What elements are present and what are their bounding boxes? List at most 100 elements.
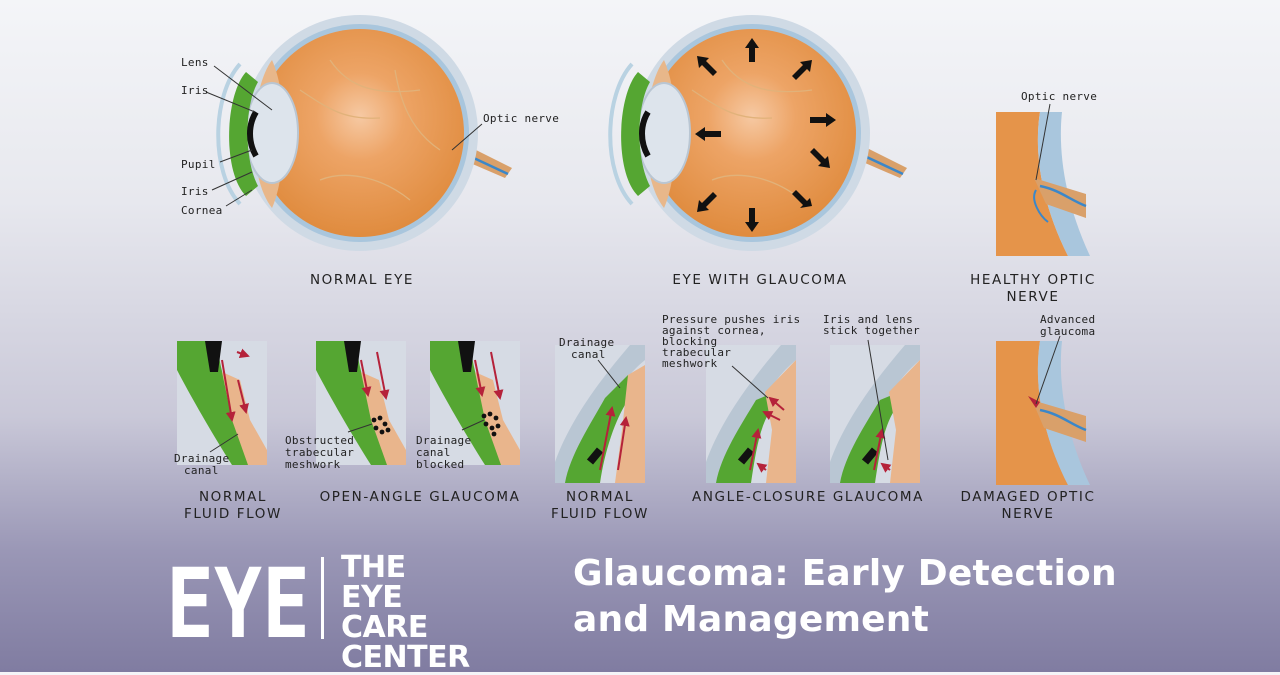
blockage-dots [371,415,391,435]
panel-normal-fluid-flow-1: Drainage canal NORMAL FLUID FLOW [174,341,282,522]
tissue [765,360,796,483]
pressure-arrow [810,113,836,127]
pressure-arrow [745,208,759,232]
pressure-arrow [810,148,830,168]
flow-arrow [221,359,236,422]
lens [637,82,691,184]
flow-arrow [360,359,372,397]
lens-leader [213,65,273,111]
caption-open-angle: OPEN-ANGLE GLAUCOMA [320,489,521,505]
glaucoma-diagram: Lens Iris Pupil Iris Cornea Optic nerve … [174,15,1097,522]
drainage-leader [597,359,621,389]
caption-damaged-line2: NERVE [1001,506,1054,522]
retinal-vessels [691,59,813,201]
pupil-leader [219,149,253,163]
label-optic-nerve: Optic nerve [483,112,559,125]
label-meshwork: meshwork [285,458,340,471]
optic-nerve-leader [1035,103,1051,181]
pupil-edge [458,341,475,372]
brand-line-3: CENTER [341,640,470,675]
label-iris-bottom: Iris [181,185,209,198]
cornea-shape [216,62,242,206]
brand-line-2: EYE CARE [341,580,428,645]
tissue [361,372,406,465]
nerve-vessel [1033,189,1049,223]
label-drainage-blocked: Drainage [416,434,471,447]
pressure-arrow [697,192,717,212]
retinal-vessels [299,59,441,201]
caption-normal-flow-2-line2: FLUID FLOW [551,506,649,522]
cornea-shape [608,62,634,206]
panel-open-angle-glaucoma: Obstructed trabecular meshwork Drainage … [285,341,520,505]
label-glaucoma: glaucoma [1040,325,1095,338]
headline-line-1: Glaucoma: Early Detection [573,553,1117,594]
label-stick-1: Iris and lens [823,313,913,326]
vitreous [256,29,464,237]
label-blocked: blocked [416,458,464,471]
iris-shape [621,72,650,196]
brand-line-1: THE [341,550,406,585]
pupil-edge [344,341,361,372]
blockage-dots [481,411,501,437]
brand-name: THE EYE CARE CENTER [341,553,496,673]
label-pupil: Pupil [181,158,216,171]
obstructed-leader [347,423,373,433]
iris-shape [229,72,258,196]
flow-arrow [237,379,249,414]
pupil-edge [205,341,222,372]
flow-arrow [490,351,504,400]
flow-arrow [768,396,785,411]
flow-arrow [880,462,892,473]
label-pressure-5: meshwork [662,357,717,370]
label-canal-1: canal [184,464,219,477]
optic-nerve-leader [451,123,483,151]
caption-normal-eye: NORMAL EYE [310,272,414,288]
pupil-shape [639,110,651,158]
iris-shape [716,395,772,483]
caption-normal-flow-1-line2: FLUID FLOW [184,506,282,522]
label-lens: Lens [181,56,209,69]
pupil-edge [586,447,604,465]
flow-arrow [756,462,768,473]
tissue [889,360,920,483]
label-drainage-1: Drainage [174,452,229,465]
label-pressure-3: blocking [662,335,717,348]
label-trabecular: trabecular [285,446,354,459]
tissue [615,365,645,483]
iris-shape [565,375,628,483]
caption-normal-flow-2-line1: NORMAL [566,489,634,505]
damaged-optic-nerve: Advanced glaucoma DAMAGED OPTIC NERVE [961,313,1096,522]
caption-angle-closure: ANGLE-CLOSURE GLAUCOMA [692,489,924,505]
headline-line-2: and Management [573,599,930,640]
normal-eye: Lens Iris Pupil Iris Cornea Optic nerve … [181,15,559,288]
label-iris-top: Iris [181,84,209,97]
pressure-arrow [792,60,812,80]
healthy-optic-nerve: Optic nerve HEALTHY OPTIC NERVE [970,90,1097,305]
pressure-arrow [695,127,721,141]
lens [245,82,299,184]
label-canal-2: canal [571,348,606,361]
label-obstructed: Obstructed [285,434,354,447]
pressure-leader [731,365,769,399]
caption-healthy-line1: HEALTHY OPTIC [970,272,1096,288]
nerve-vessel [1039,408,1087,432]
nerve-vessel [1039,184,1087,208]
panel-angle-closure-glaucoma: Pressure pushes iris against cornea, blo… [662,313,924,505]
retina-section [996,341,1068,485]
cornea-leader [225,189,253,207]
pupil-edge [737,447,755,465]
label-drainage-2: Drainage [559,336,614,349]
flow-arrow [376,351,390,400]
vitreous [648,29,856,237]
stick-leader [867,339,889,461]
tissue [222,372,267,465]
caption-normal-flow-1-line1: NORMAL [199,489,267,505]
flow-arrow [474,359,486,397]
label-pressure-2: against cornea, [662,324,766,337]
damage-mark [1028,396,1040,408]
panel-normal-fluid-flow-2: Drainage canal NORMAL FLUID FLOW [551,336,649,522]
iris-top-leader [205,91,256,113]
flow-arrow [599,406,616,471]
label-cornea: Cornea [181,204,223,217]
